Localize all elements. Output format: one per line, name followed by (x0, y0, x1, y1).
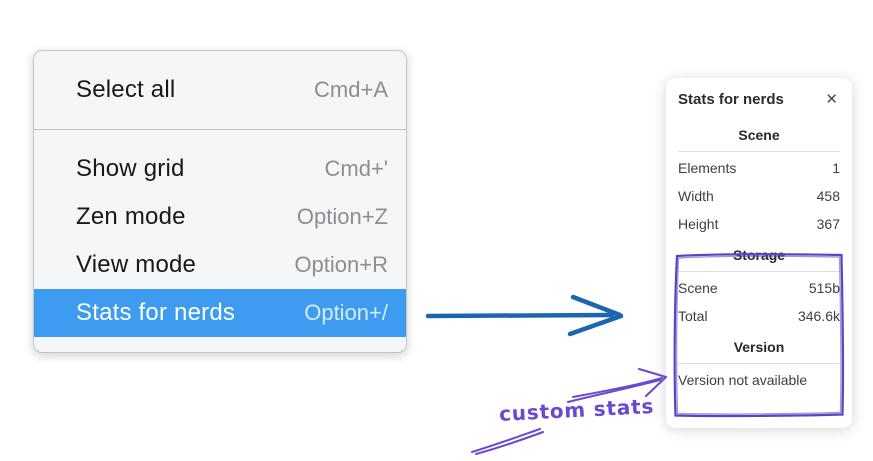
close-icon[interactable]: ✕ (825, 91, 838, 108)
menu-item-zen-mode[interactable]: Zen mode Option+Z (34, 193, 406, 241)
menu-item-label: Zen mode (76, 203, 186, 230)
menu-group: Select all Cmd+A (34, 51, 406, 129)
blue-arrow-head (567, 294, 624, 337)
stat-row-scene: Scene 515b (678, 274, 840, 302)
menu-item-shortcut: Option+/ (304, 300, 388, 325)
stat-row-height: Height 367 (678, 210, 840, 238)
stat-value: 367 (816, 216, 840, 232)
menu-divider (34, 129, 406, 130)
menu-item-select-all[interactable]: Select all Cmd+A (34, 66, 406, 114)
section-divider (678, 271, 840, 272)
annotation-label: custom stats (498, 393, 655, 427)
menu-item-label: Show grid (76, 155, 185, 182)
stats-panel-title: Stats for nerds (678, 91, 784, 108)
menu-item-show-grid[interactable]: Show grid Cmd+' (34, 145, 406, 193)
menu-item-shortcut: Cmd+A (314, 77, 388, 102)
stat-label: Scene (678, 280, 718, 296)
blue-arrow-shaft (425, 312, 615, 319)
menu-item-shortcut: Cmd+' (324, 156, 389, 181)
section-divider (678, 151, 840, 152)
stat-value: 346.6k (797, 308, 840, 324)
section-heading-storage: Storage (732, 247, 786, 263)
stat-value: 458 (816, 188, 840, 204)
stat-value: 515b (808, 280, 840, 296)
menu-item-label: Stats for nerds (76, 299, 236, 326)
stat-row-elements: Elements 1 (678, 154, 840, 182)
section-note: Version not available (678, 372, 808, 388)
stat-label: Total (678, 308, 708, 324)
section-heading-scene: Scene (738, 127, 780, 143)
stat-label: Elements (678, 160, 737, 176)
stat-label: Width (678, 188, 714, 204)
section-heading-version: Version (733, 339, 785, 355)
menu-item-shortcut: Option+R (294, 252, 388, 277)
menu-item-label: View mode (76, 251, 197, 278)
blue-arrow (425, 294, 624, 337)
purple-flourish-line (471, 428, 544, 455)
stat-label: Height (678, 216, 719, 232)
section-divider (678, 363, 840, 364)
menu-item-view-mode[interactable]: View mode Option+R (34, 241, 406, 289)
menu-item-stats-for-nerds[interactable]: Stats for nerds Option+/ (34, 289, 406, 337)
menu-item-label: Select all (76, 76, 176, 103)
stat-row-width: Width 458 (678, 182, 840, 210)
menu-item-shortcut: Option+Z (296, 204, 388, 229)
stat-value: 1 (832, 160, 840, 176)
stats-panel-header: Stats for nerds ✕ (678, 91, 840, 108)
stat-row-total: Total 346.6k (678, 302, 840, 330)
